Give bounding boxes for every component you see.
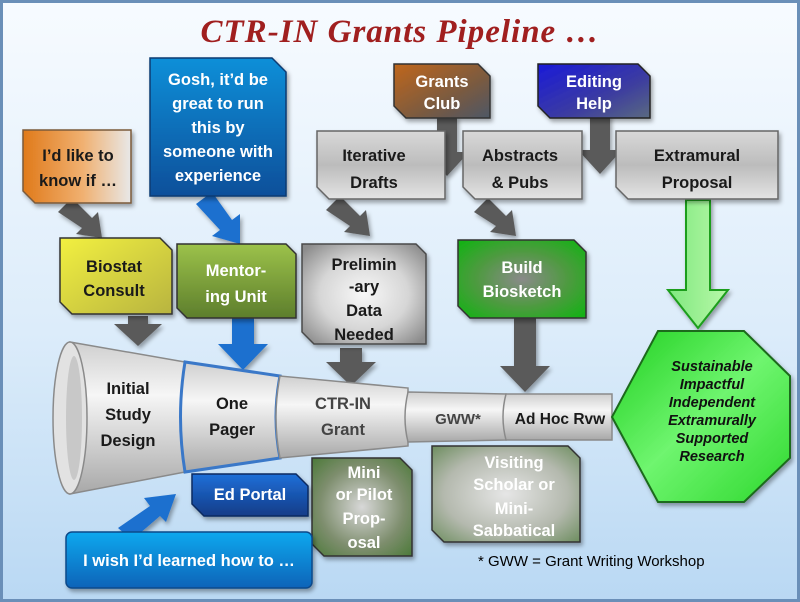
box-biostat-consult: Biostat Consult: [59, 237, 173, 315]
box-iterative-drafts: Iterative Drafts: [316, 130, 446, 200]
box-biostat-line-2: Consult: [83, 282, 145, 300]
goal-line-3: Independent: [669, 395, 756, 411]
box-mentoring-line-2: ing Unit: [205, 288, 267, 306]
box-extramural-proposal: Extramural Proposal: [615, 130, 779, 200]
arrow-mentoring-to-funnel: [218, 318, 268, 370]
box-extramural-line-2: Proposal: [662, 174, 733, 192]
box-abstracts-pubs: Abstracts & Pubs: [462, 130, 583, 200]
box-editing-help-line-2: Help: [576, 95, 612, 113]
box-wish-learned: I wish I’d learned how to …: [65, 531, 313, 589]
box-grants-club: Grants Club: [393, 63, 491, 119]
box-biosketch-line-2: Biosketch: [483, 283, 562, 301]
box-wish-label: I wish I’d learned how to …: [83, 552, 295, 570]
box-grants-club-line-1: Grants: [415, 73, 468, 91]
box-gosh-line-4: someone with: [163, 143, 273, 161]
box-prelim-line-4: Needed: [334, 326, 394, 344]
arrow-biostat-to-funnel: [114, 316, 162, 346]
funnel-label-ctrin-2: Grant: [321, 421, 366, 439]
box-gosh: Gosh, it’d be great to run this by someo…: [149, 57, 287, 197]
box-ed-portal: Ed Portal: [191, 473, 309, 517]
funnel-label-gww: GWW*: [435, 411, 481, 428]
box-mini-pilot: Mini or Pilot Prop- osal: [311, 457, 413, 557]
blue-arrows: [118, 192, 268, 540]
diagram-title: CTR-IN Grants Pipeline …: [201, 14, 600, 50]
arrow-editing-help-down: [578, 114, 622, 174]
box-gosh-line-3: this by: [191, 119, 245, 137]
goal-line-1: Sustainable: [671, 359, 752, 375]
arrow-extramural-to-goal: [665, 199, 731, 330]
arrow-abstracts-to-biosketch: [474, 198, 516, 236]
box-abstracts-line-1: Abstracts: [482, 147, 558, 165]
goal-line-6: Research: [679, 449, 744, 465]
box-mini-line-4: osal: [347, 534, 380, 552]
box-biosketch-line-1: Build: [501, 259, 542, 277]
box-gosh-line-5: experience: [175, 167, 261, 185]
box-gosh-line-1: Gosh, it’d be: [168, 71, 268, 89]
box-id-like-to-know: I’d like to know if …: [22, 129, 132, 204]
box-mentoring-line-1: Mentor-: [206, 262, 267, 280]
box-mini-line-1: Mini: [348, 464, 381, 482]
box-grants-club-line-2: Club: [424, 95, 461, 113]
box-visiting-line-3: Mini-: [495, 500, 534, 518]
box-abstracts-line-2: & Pubs: [492, 174, 549, 192]
box-visiting-scholar: Visiting Scholar or Mini- Sabbatical: [431, 445, 581, 543]
box-iterative-line-1: Iterative: [342, 147, 405, 165]
goal-text: Sustainable Impactful Independent Extram…: [668, 359, 757, 465]
arrow-prelim-to-funnel: [326, 348, 376, 386]
box-prelim-line-1: Prelimin: [331, 256, 396, 274]
funnel-label-initial-2: Study: [105, 406, 152, 424]
box-build-biosketch: Build Biosketch: [457, 239, 587, 319]
funnel-label-onepager-1: One: [216, 395, 248, 413]
box-mentoring-unit: Mentor- ing Unit: [176, 243, 297, 319]
box-visiting-line-4: Sabbatical: [473, 522, 556, 540]
box-biostat-line-1: Biostat: [86, 258, 142, 276]
arrow-wish-to-edportal: [118, 494, 176, 540]
pipeline-funnel: [52, 341, 613, 495]
arrow-orange-to-biostat: [58, 198, 102, 238]
box-extramural-line-1: Extramural: [654, 147, 740, 165]
funnel-segment-ctr-in: [275, 375, 409, 459]
footnote: * GWW = Grant Writing Workshop: [478, 553, 705, 570]
funnel-labels: Initial Study Design One Pager CTR-IN Gr…: [100, 380, 606, 450]
funnel-segment-adhoc: [502, 393, 613, 441]
goal-line-5: Supported: [676, 431, 750, 447]
box-mini-line-3: Prop-: [342, 510, 385, 528]
box-id-like-line-1: I’d like to: [42, 147, 114, 165]
box-id-like-line-2: know if …: [39, 172, 117, 190]
arrow-drafts-to-prelim: [326, 196, 370, 236]
goal-line-4: Extramurally: [668, 413, 757, 429]
box-prelim-line-2: -ary: [349, 278, 380, 296]
box-visiting-line-1: Visiting: [484, 454, 543, 472]
box-ed-portal-label: Ed Portal: [214, 486, 286, 504]
funnel-label-initial-3: Design: [100, 432, 155, 450]
box-editing-help-line-1: Editing: [566, 73, 622, 91]
funnel-segment-gww: [404, 391, 507, 443]
flow-arrows: [58, 114, 622, 392]
funnel-label-ctrin-1: CTR-IN: [315, 395, 371, 413]
box-mini-line-2: or Pilot: [336, 486, 393, 504]
funnel-label-onepager-2: Pager: [209, 421, 255, 439]
arrow-gosh-to-mentoring: [196, 192, 240, 244]
box-iterative-line-2: Drafts: [350, 174, 398, 192]
funnel-label-adhoc: Ad Hoc Rvw: [515, 411, 606, 428]
box-gosh-line-2: great to run: [172, 95, 264, 113]
box-prelim-line-3: Data: [346, 302, 383, 320]
box-visiting-line-2: Scholar or: [473, 476, 555, 494]
box-editing-help: Editing Help: [537, 63, 651, 119]
goal-octagon: [610, 330, 791, 503]
funnel-label-initial-1: Initial: [106, 380, 149, 398]
box-preliminary-data: Prelimin -ary Data Needed: [301, 243, 427, 345]
funnel-segment-one-pager: [179, 360, 282, 474]
arrow-biosketch-to-funnel: [500, 318, 550, 392]
goal-line-2: Impactful: [680, 377, 745, 393]
